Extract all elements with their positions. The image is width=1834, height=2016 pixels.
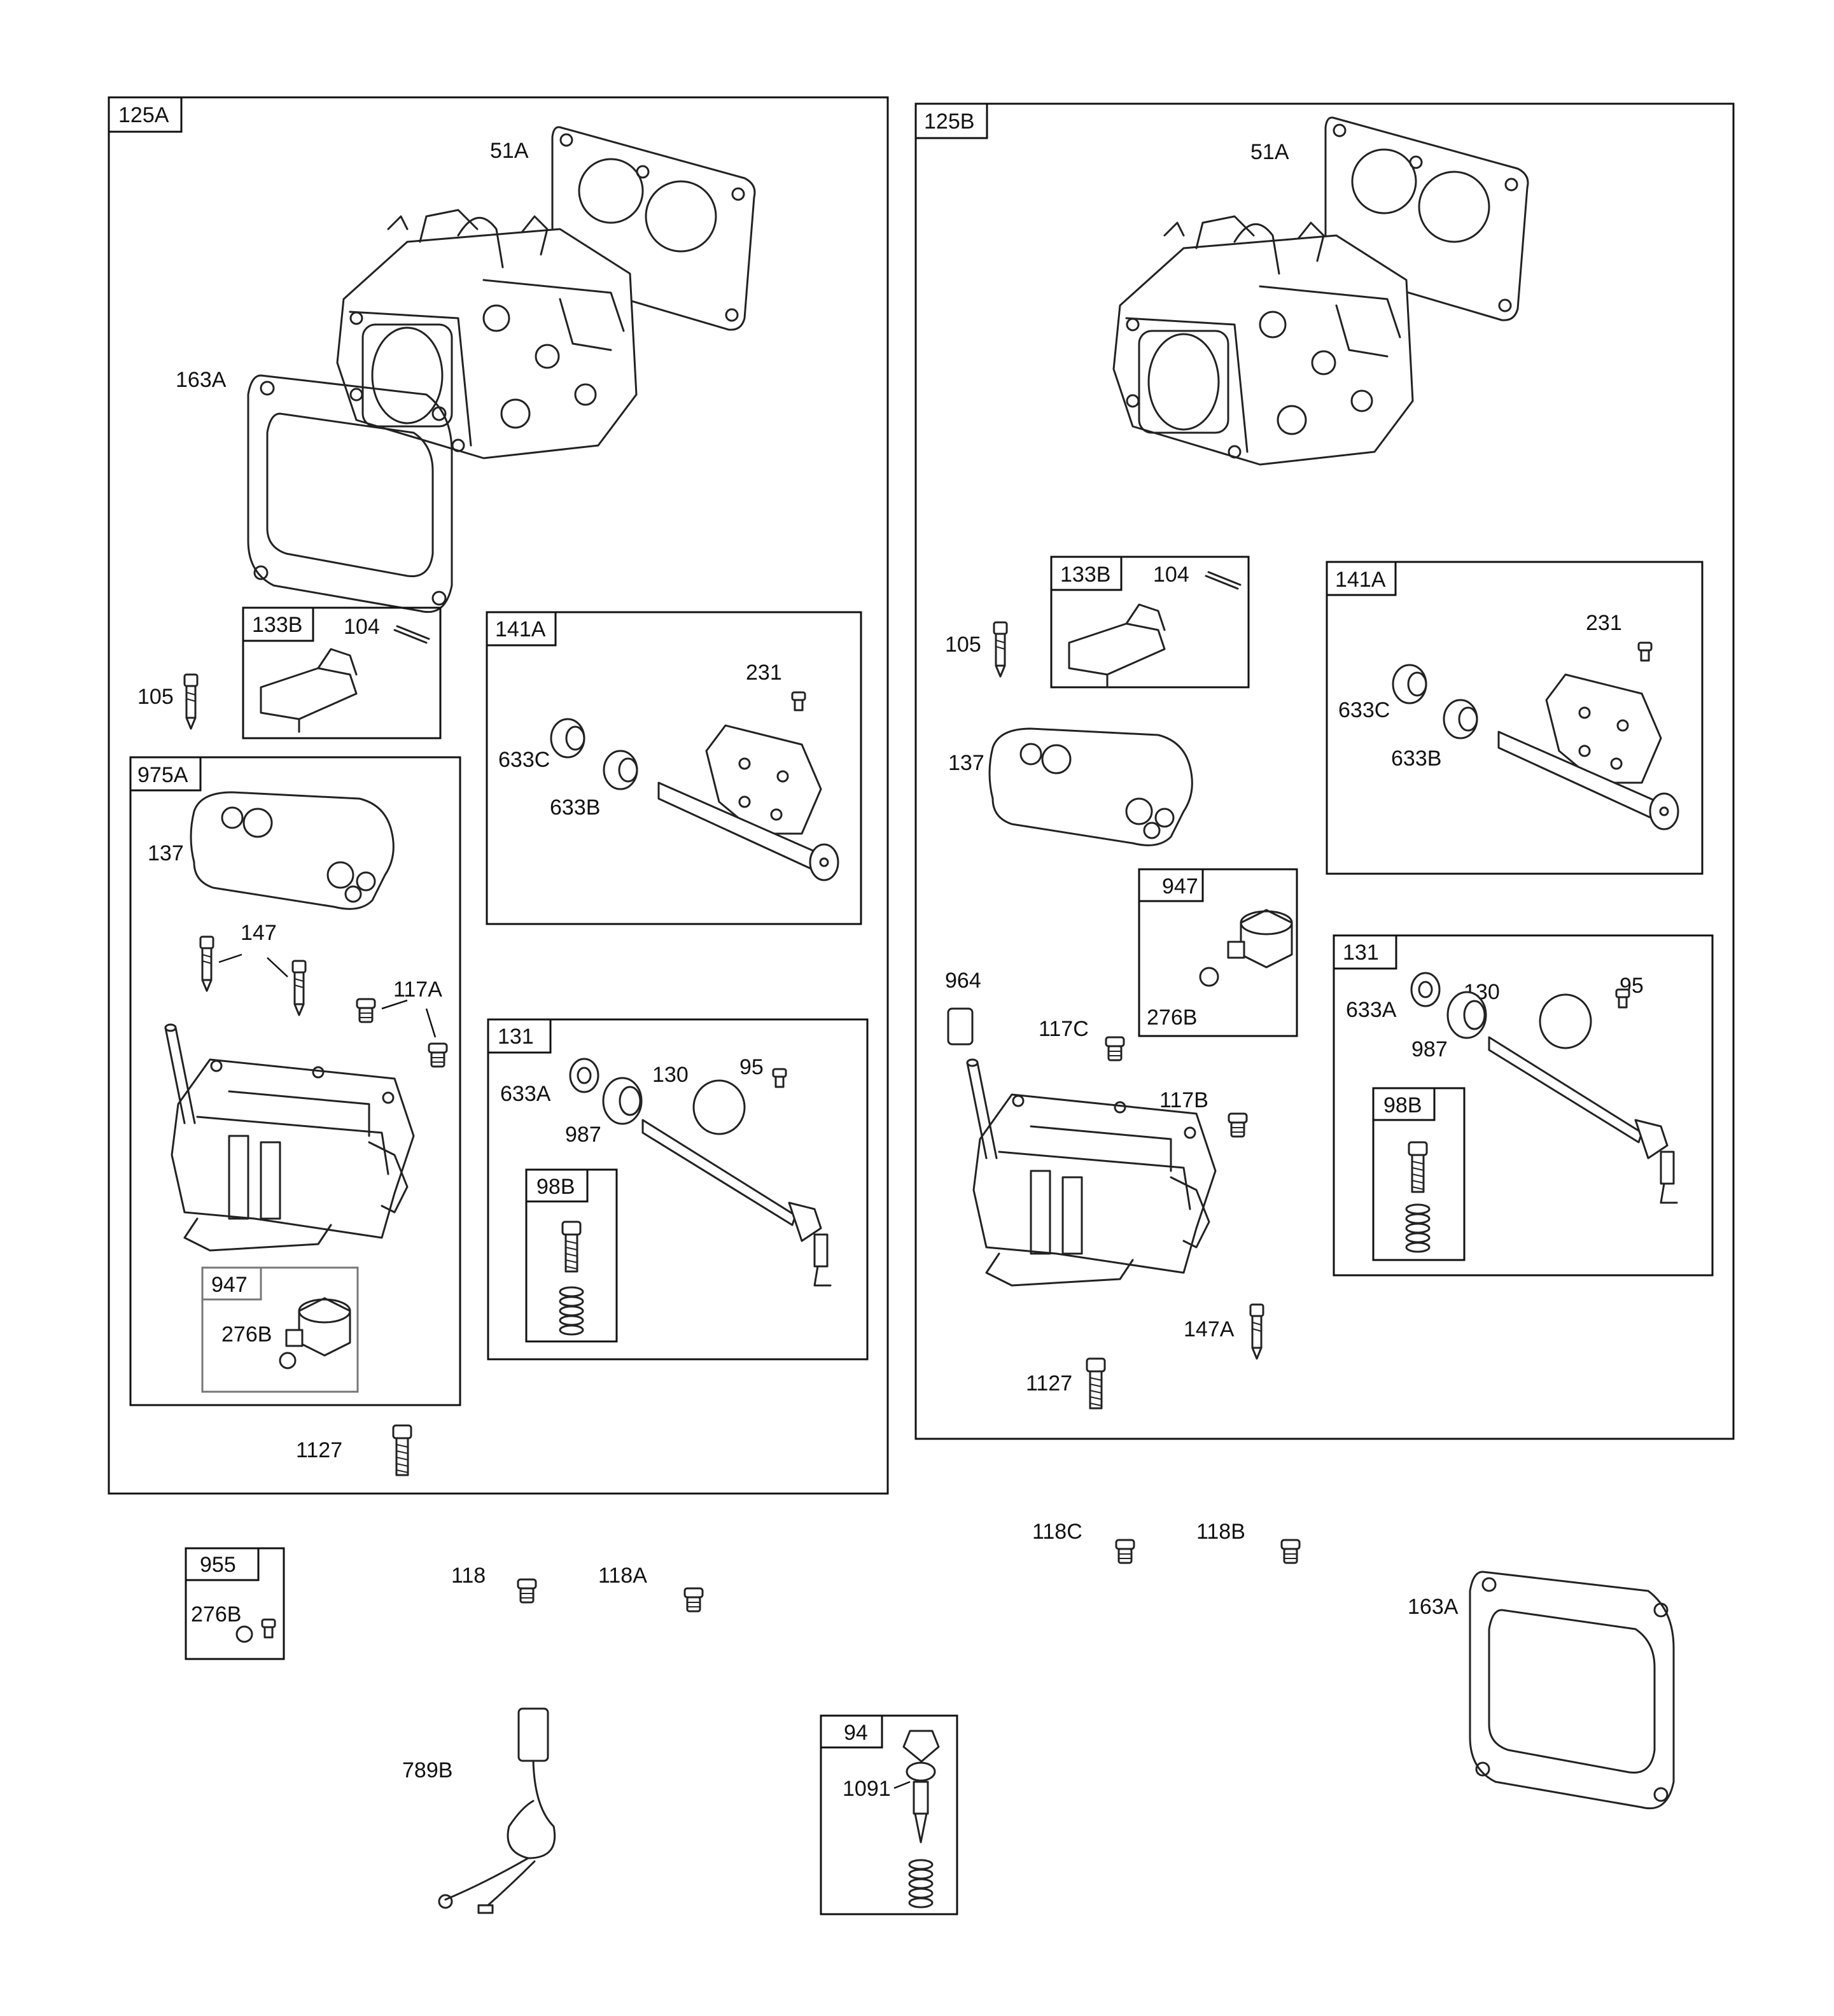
frame-947-right (1138, 868, 1298, 1037)
part-label-163A-loose: 163A (1408, 1595, 1459, 1619)
wire-harness (438, 1707, 556, 1914)
group-label-133B-right: 133B (1060, 563, 1110, 587)
part-label-137: 137 (148, 841, 184, 865)
part-label-104-right: 104 (1153, 563, 1189, 587)
part-label-51A-right: 51A (1250, 140, 1289, 164)
part-label-1127-left: 1127 (296, 1438, 342, 1462)
part-label-633A-right: 633A (1346, 998, 1397, 1022)
part-label-118A: 118A (598, 1564, 647, 1588)
part-label-117C: 117C (1039, 1017, 1089, 1041)
loose-parts: 955 276B 118 118A 118C 118B 163A 789B 94… (185, 1520, 1675, 1915)
group-label-98B-right: 98B (1383, 1093, 1422, 1117)
part-label-118: 118 (451, 1564, 486, 1588)
group-label-141A-right: 141A (1335, 568, 1386, 592)
group-label-125A: 125A (118, 103, 169, 127)
frame-125A (108, 96, 889, 1495)
part-label-95-left: 95 (739, 1055, 764, 1079)
group-label-125B: 125B (924, 109, 974, 134)
frame-94 (820, 1714, 958, 1915)
group-label-955: 955 (200, 1553, 236, 1577)
frame-975A (129, 756, 461, 1406)
part-label-105: 105 (137, 685, 174, 709)
group-label-133B: 133B (252, 613, 302, 637)
part-label-117B: 117B (1159, 1088, 1208, 1112)
frame-141A-right (1326, 561, 1704, 875)
part-label-633B-right: 633B (1391, 746, 1441, 771)
group-label-94: 94 (844, 1721, 868, 1745)
assembly-125A: 125A 51A 163A 133B 104 105 141A 231 633C… (108, 96, 889, 1495)
part-label-964: 964 (945, 969, 981, 993)
part-label-118C: 118C (1032, 1520, 1082, 1544)
part-label-987-right: 987 (1411, 1037, 1448, 1061)
part-label-789B: 789B (402, 1758, 452, 1782)
part-label-104: 104 (344, 615, 380, 639)
part-label-137-right: 137 (948, 751, 984, 775)
part-label-231-right: 231 (1586, 611, 1622, 635)
part-label-633B: 633B (550, 795, 600, 820)
part-label-117A: 117A (393, 977, 442, 1002)
part-label-51A: 51A (490, 139, 529, 163)
group-label-141A: 141A (495, 617, 546, 641)
part-label-633C: 633C (498, 748, 550, 772)
part-label-633A-left: 633A (500, 1082, 551, 1106)
frame-131-left (487, 1018, 869, 1361)
part-label-276B-955: 276B (191, 1602, 241, 1627)
group-label-947-right: 947 (1162, 874, 1198, 899)
frame-125B (914, 102, 1735, 1440)
mixture-needle (893, 1730, 940, 1844)
part-label-276B-right: 276B (1147, 1005, 1197, 1030)
part-label-163A: 163A (176, 368, 227, 392)
part-label-231: 231 (746, 661, 782, 685)
part-label-105-right: 105 (945, 633, 981, 657)
frame-131-right (1333, 934, 1714, 1277)
part-label-130-left: 130 (652, 1063, 689, 1087)
group-label-947-left: 947 (211, 1273, 248, 1297)
group-label-131-right: 131 (1343, 941, 1379, 965)
part-label-118B: 118B (1196, 1520, 1245, 1544)
part-label-987-left: 987 (565, 1123, 601, 1147)
group-label-131-left: 131 (498, 1025, 534, 1049)
frame-947-left (201, 1266, 359, 1393)
part-label-276B-left: 276B (221, 1322, 272, 1347)
group-label-975A: 975A (137, 763, 188, 787)
group-label-98B-left: 98B (536, 1175, 575, 1199)
frame-141A (486, 611, 862, 925)
part-label-633C-right: 633C (1338, 698, 1390, 722)
part-label-147A: 147A (1184, 1317, 1235, 1341)
part-label-1091: 1091 (843, 1777, 891, 1801)
frame-133B-right (1050, 556, 1250, 689)
part-label-147: 147 (241, 921, 277, 945)
part-label-1127-right: 1127 (1026, 1371, 1072, 1396)
frame-133B (242, 606, 442, 739)
assembly-125B: 125B 51A 133B 104 105 137 141A 231 633C … (914, 102, 1735, 1440)
